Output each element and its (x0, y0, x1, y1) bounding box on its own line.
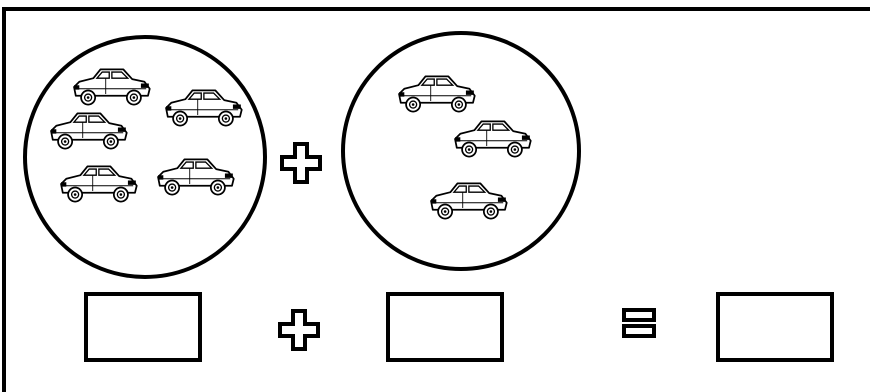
left-group-circle (25, 37, 265, 277)
plus-icon (280, 311, 318, 349)
plus-icon (282, 144, 320, 182)
left-car-group (25, 37, 265, 277)
equals-icon (624, 310, 654, 336)
addend-1-box[interactable] (86, 294, 200, 360)
right-group-circle (343, 33, 579, 269)
sum-box[interactable] (718, 294, 832, 360)
right-car-group (343, 33, 579, 269)
addend-2-box[interactable] (388, 294, 502, 360)
